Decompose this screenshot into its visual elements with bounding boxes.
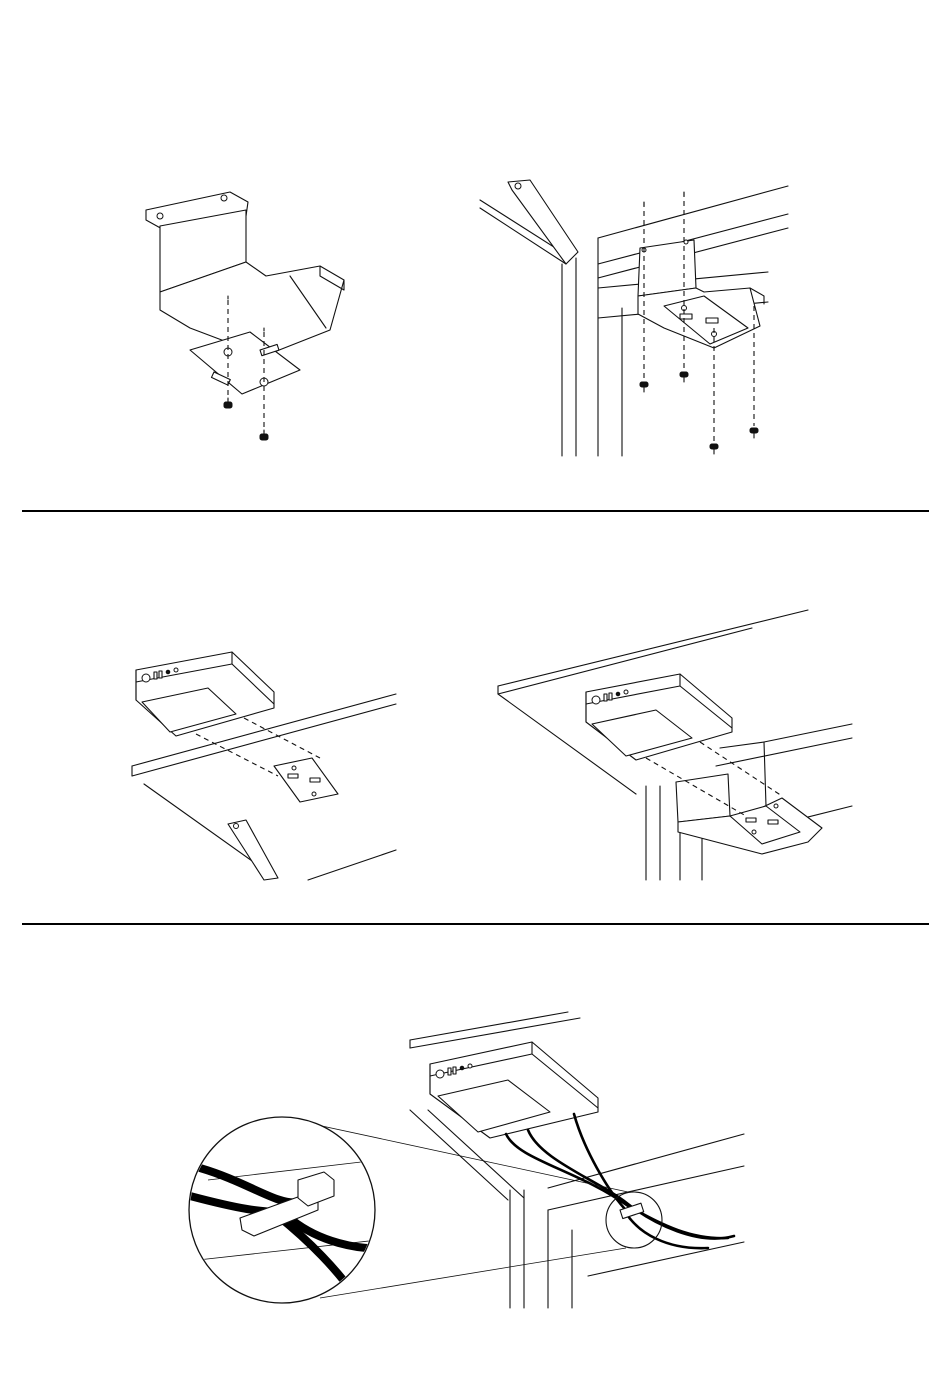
screw-icon: [640, 382, 648, 392]
step-1a-panel: [130, 180, 370, 450]
port-slot: [154, 672, 157, 679]
desk-underside: [308, 850, 396, 880]
bracket-wall: [676, 774, 730, 822]
crossbeam: [764, 724, 852, 742]
control-box-plate-diagram: [128, 646, 400, 882]
step-2b-panel: [496, 606, 856, 882]
port-led: [624, 690, 628, 694]
magnifier-line: [320, 1248, 626, 1298]
desk-underside: [588, 1242, 744, 1276]
crossbeam: [548, 1134, 744, 1188]
plate-hole: [312, 792, 316, 796]
desk-edge: [598, 186, 788, 238]
port-round: [436, 1070, 444, 1078]
desk-edge: [410, 1018, 580, 1048]
step-3-panel: [188, 1010, 752, 1310]
step-1b-panel: [478, 178, 798, 460]
port-slot: [448, 1068, 451, 1075]
step-2a-panel: [128, 646, 400, 882]
plate-slot: [768, 820, 778, 824]
port-led: [166, 670, 170, 674]
desk-underside: [716, 738, 852, 766]
leg-arm: [508, 180, 578, 264]
cable-routing-diagram: [188, 1010, 752, 1310]
plate-slot: [746, 818, 756, 822]
screw-icon: [710, 444, 718, 454]
port-led: [616, 692, 620, 696]
control-box-bracket-diagram: [496, 606, 856, 882]
plate-slot: [680, 314, 692, 319]
desk-plate: [274, 758, 338, 802]
bracket-mount-diagram: [478, 178, 798, 460]
arm-hole: [234, 824, 239, 829]
screw-icon: [260, 430, 268, 440]
screw-icon: [680, 372, 688, 382]
port-led: [468, 1064, 472, 1068]
cable: [574, 1114, 624, 1208]
slide-path: [244, 718, 320, 758]
plate-hole: [752, 830, 756, 834]
flange-hole: [157, 213, 163, 219]
plate-hole: [774, 804, 778, 808]
cable: [528, 1130, 734, 1238]
plate-slot: [288, 774, 298, 778]
magnifier-detail-icon: [189, 1117, 384, 1303]
plate-slot: [310, 778, 320, 782]
section-divider-1: [22, 510, 929, 512]
plate-hole: [292, 766, 296, 770]
flange-hole: [221, 195, 227, 201]
cable: [506, 1134, 728, 1238]
cable: [624, 1210, 708, 1248]
port-slot: [159, 671, 162, 678]
desk-edge: [410, 1012, 568, 1040]
screw-icon: [750, 428, 758, 438]
port-round: [592, 696, 600, 704]
port-slot: [453, 1067, 456, 1074]
port-slot: [604, 694, 607, 701]
desk-edge: [498, 610, 808, 686]
leg-arm: [228, 820, 278, 880]
plate-slot: [706, 318, 718, 323]
port-round: [142, 674, 150, 682]
screw-icon: [224, 398, 232, 408]
mounted-bracket-wall: [638, 240, 696, 296]
bracket-plate-diagram: [130, 180, 370, 450]
arm-hole: [515, 183, 521, 189]
port-led: [460, 1066, 464, 1070]
section-divider-2: [22, 923, 929, 925]
bracket-hole: [684, 240, 688, 244]
port-led: [174, 668, 178, 672]
port-slot: [609, 693, 612, 700]
